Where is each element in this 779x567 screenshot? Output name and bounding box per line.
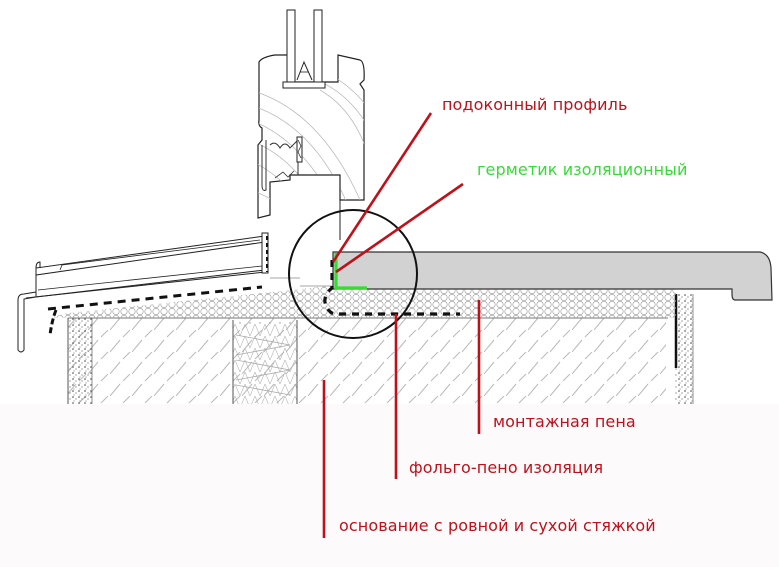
plaster-inner — [674, 294, 694, 404]
label-foil-foam-insulation: фольго-пено изоляция — [409, 458, 604, 477]
callout-line-sill-profile — [331, 112, 433, 263]
wall-base — [68, 317, 668, 404]
insulation-block — [232, 320, 298, 404]
label-base-screed: основание с ровной и сухой стяжкой — [339, 516, 656, 535]
external-drip-sill — [17, 232, 300, 353]
mounting-foam-layer — [48, 285, 676, 318]
foil-foam-insulation — [323, 260, 460, 316]
label-sealant: герметик изоляционный — [477, 160, 688, 179]
background-band — [0, 404, 779, 567]
detail-circle — [288, 209, 418, 339]
label-sill-profile: подоконный профиль — [442, 95, 628, 114]
callout-lines — [322, 112, 481, 538]
sealant — [334, 253, 367, 290]
callout-line-sealant — [335, 182, 464, 274]
label-mounting-foam: монтажная пена — [493, 412, 636, 431]
internal-window-sill — [332, 251, 773, 301]
plaster-outer — [67, 318, 93, 404]
double-glazing — [282, 9, 326, 89]
